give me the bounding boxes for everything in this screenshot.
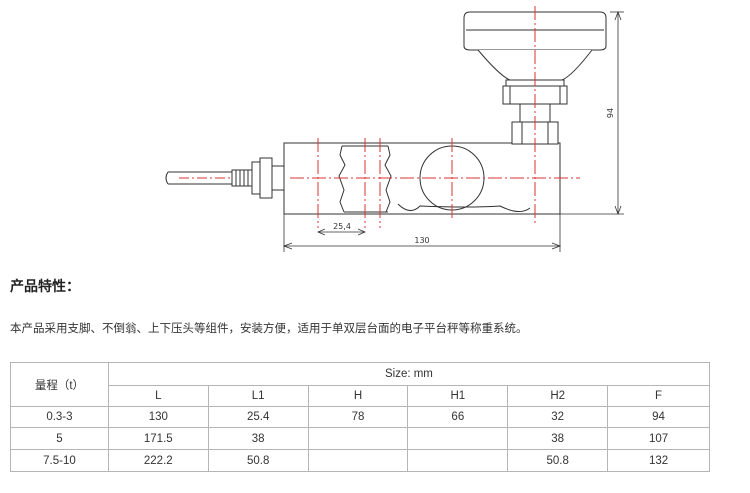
spec-table: 量程（t） Size: mm L L1 H H1 H2 F 0.3-3 130 …	[10, 362, 711, 472]
dimension-height-label: 94	[606, 108, 615, 118]
cable-connector	[231, 157, 285, 199]
table-cell	[307, 449, 409, 472]
size-header: Size: mm	[107, 362, 711, 386]
table-cell: 66	[407, 406, 509, 428]
column-header: F	[607, 385, 710, 407]
table-cell: 25.4	[207, 406, 309, 428]
table-cell: 132	[607, 449, 710, 472]
table-cell: 38	[507, 427, 609, 450]
column-header: L	[107, 385, 209, 407]
product-description: 本产品采用支脚、不倒翁、上下压头等组件，安装方便，适用于单双层台面的电子平台秤等…	[10, 321, 528, 335]
range-cell: 5	[10, 427, 109, 450]
table-cell: 38	[207, 427, 309, 450]
dimension-lines	[282, 10, 624, 252]
table-cell: 50.8	[507, 449, 609, 472]
load-cell-drawing: 94 130 25,4	[165, 6, 624, 252]
table-column-row: L L1 H H1 H2 F	[11, 385, 710, 407]
table-cell: 107	[607, 427, 710, 450]
features-heading: 产品特性：	[10, 279, 80, 295]
table-cell	[307, 427, 409, 450]
table-cell: 130	[107, 406, 209, 428]
centerlines	[290, 6, 580, 228]
column-header: H	[307, 385, 409, 407]
table-cell: 94	[607, 406, 710, 428]
table-cell: 32	[507, 406, 609, 428]
table-row: 0.3-3 130 25.4 78 66 32 94	[10, 406, 710, 428]
table-header-row: 量程（t） Size: mm	[10, 362, 711, 407]
table-row: 7.5-10 222.2 50.8 50.8 132	[10, 449, 710, 472]
column-header: H2	[507, 385, 609, 407]
table-cell	[407, 427, 509, 450]
dimension-length-label: 130	[414, 236, 429, 245]
column-header: L1	[207, 385, 309, 407]
cable	[165, 171, 232, 185]
column-header: H1	[407, 385, 509, 407]
table-cell: 171.5	[107, 427, 209, 450]
range-cell: 7.5-10	[10, 449, 109, 472]
range-cell: 0.3-3	[10, 406, 109, 428]
table-row: 5 171.5 38 38 107	[10, 427, 710, 450]
table-cell: 222.2	[107, 449, 209, 472]
table-cell: 50.8	[207, 449, 309, 472]
dimension-l1-label: 25,4	[333, 222, 351, 231]
range-header: 量程（t）	[10, 362, 109, 407]
table-cell: 78	[307, 406, 409, 428]
table-cell	[407, 449, 509, 472]
